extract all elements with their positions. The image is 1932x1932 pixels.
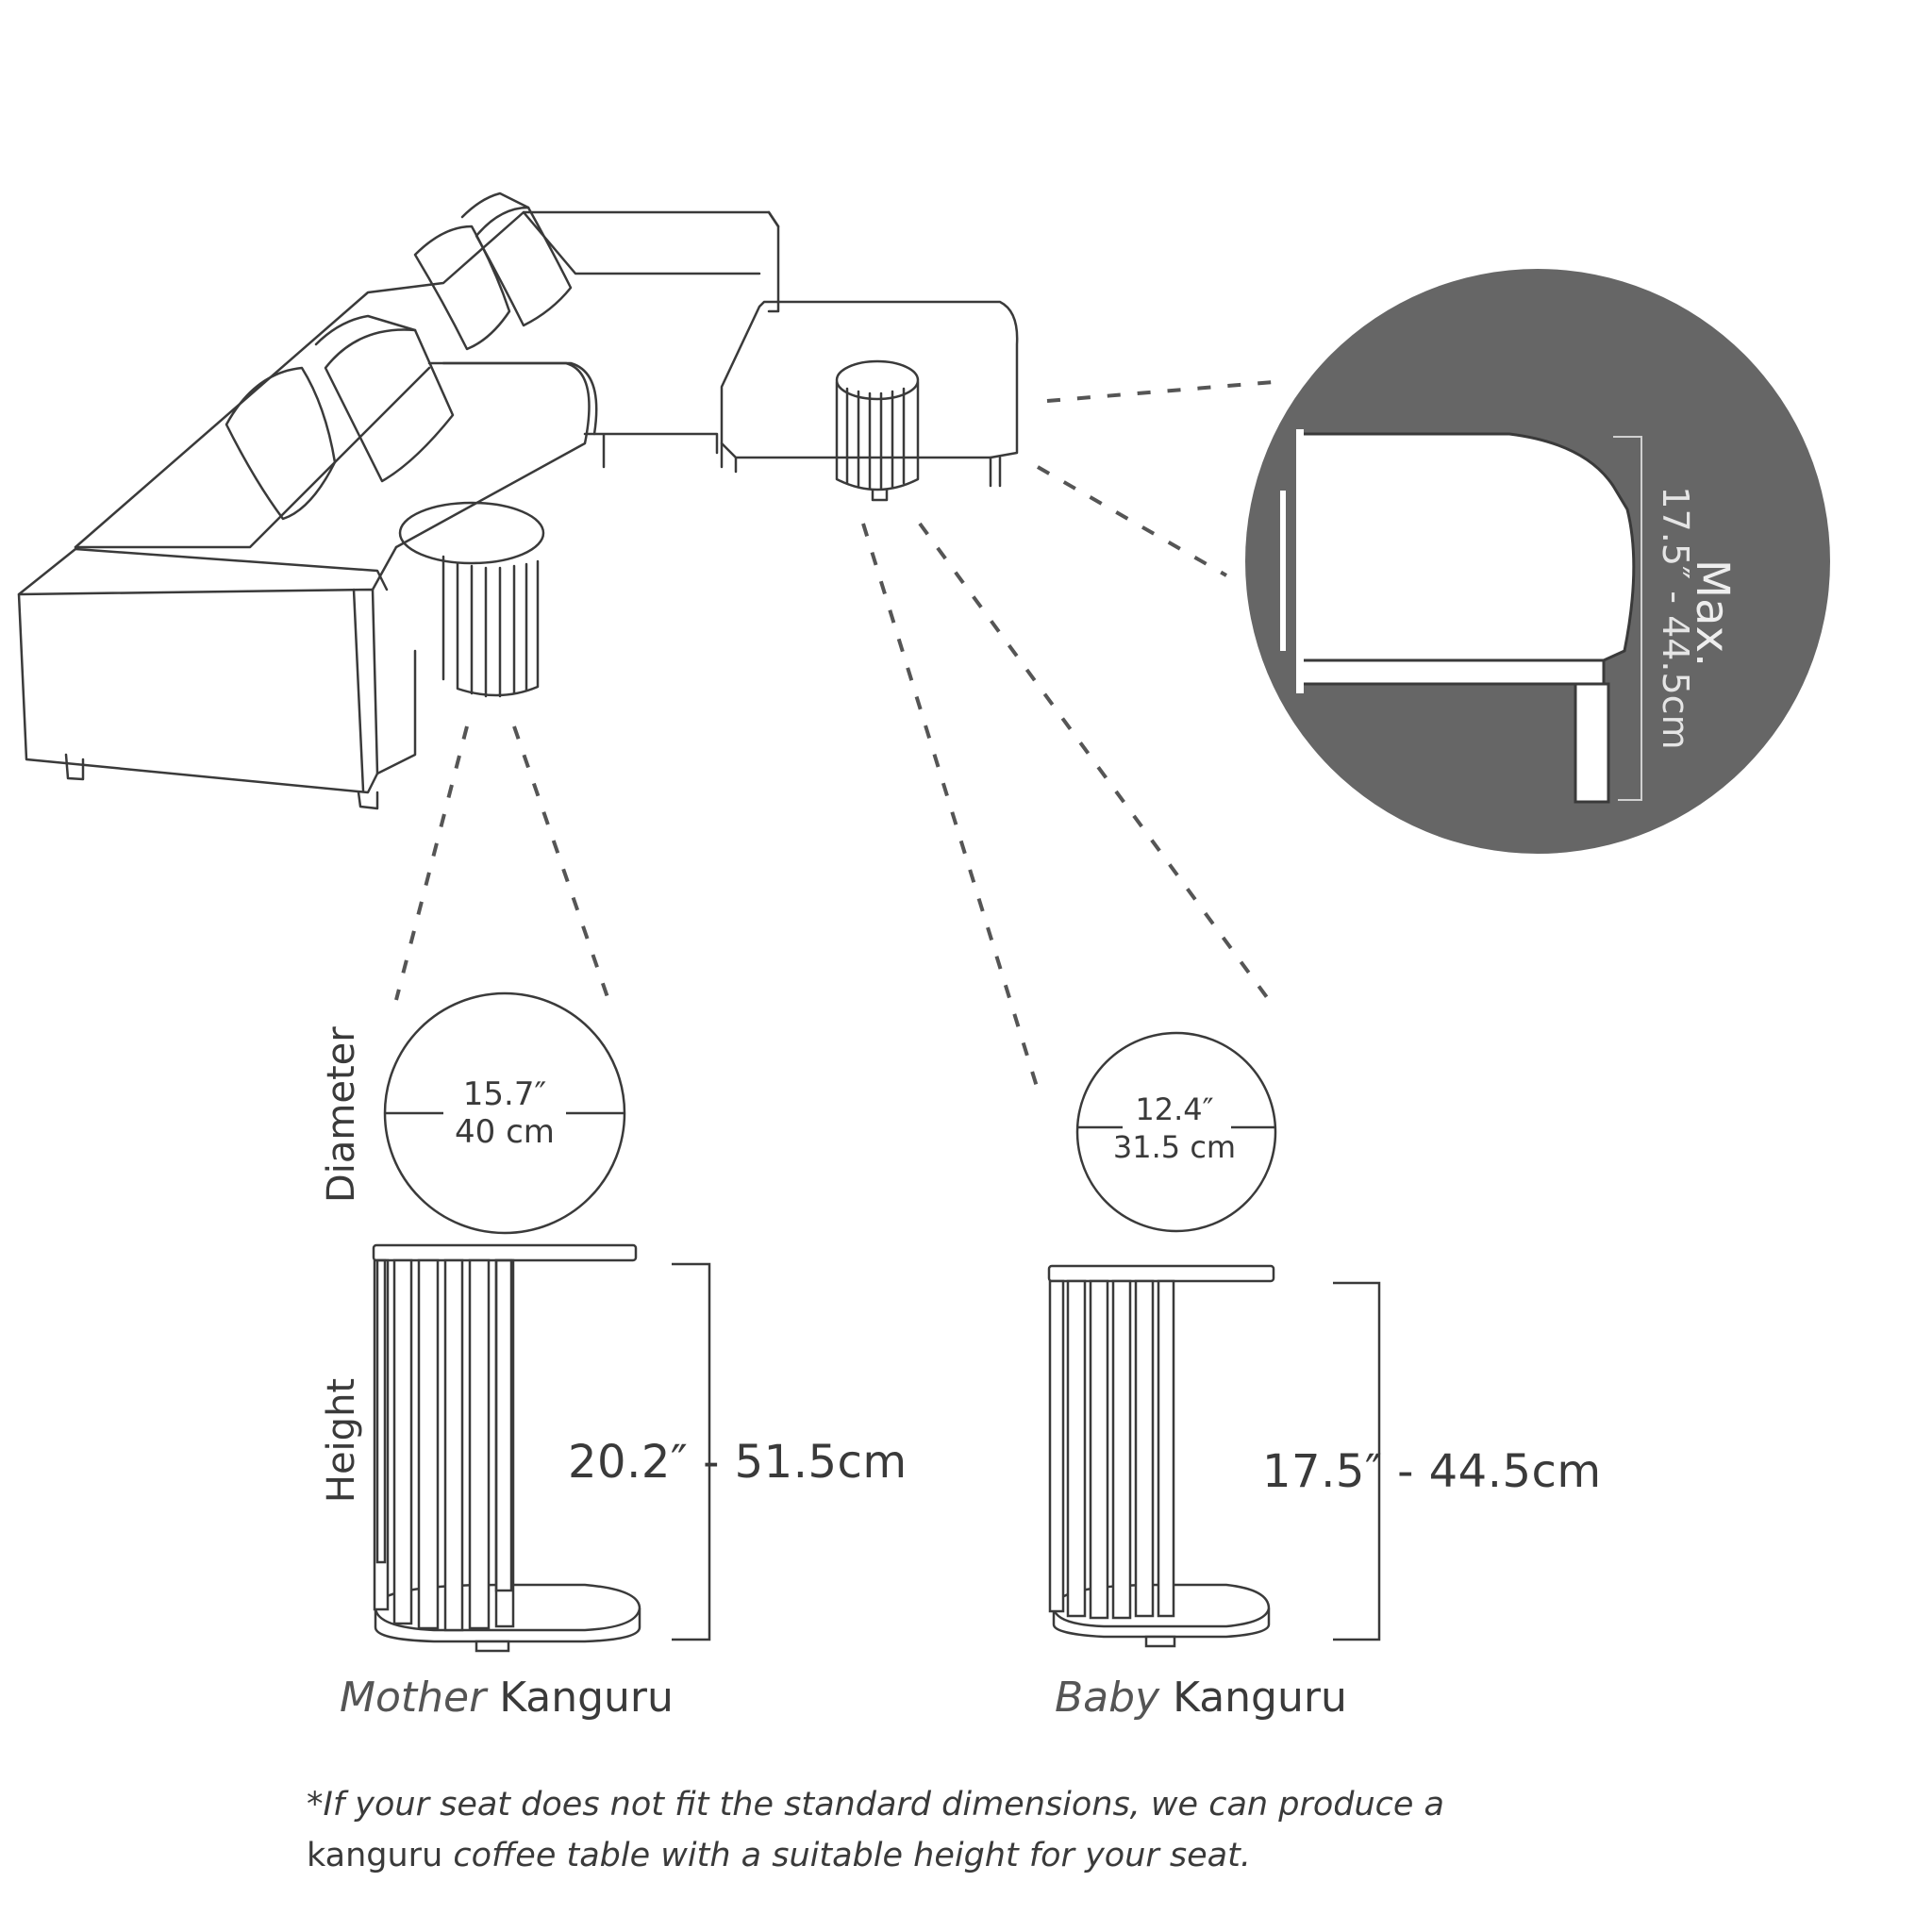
baby-name-italic: Baby (1055, 1674, 1160, 1722)
baby-diameter-cm: 31.5 cm (1112, 1129, 1237, 1165)
baby-diameter-inches: 12.4″ (1135, 1091, 1214, 1127)
magnifier-circle (1245, 269, 1830, 854)
mother-table-on-sofa (398, 501, 545, 698)
mother-product-name: Mother Kanguru (340, 1674, 674, 1722)
mother-height-bracket (672, 1262, 711, 1641)
mother-name-brand: Kanguru (499, 1674, 674, 1722)
baby-name-brand: Kanguru (1173, 1674, 1347, 1722)
mother-diameter-inches: 15.7″ (462, 1075, 547, 1113)
sectional-sofa-drawing (17, 192, 1019, 810)
footnote-line1: *If your seat does not fit the standard … (307, 1786, 1444, 1824)
mother-table-drawing (372, 1243, 641, 1653)
magnifier-max-value: 17.5″ - 44.5cm (1655, 486, 1696, 750)
mother-name-italic: Mother (340, 1674, 487, 1722)
footnote-brand: kanguru (307, 1837, 443, 1874)
baby-product-name: Baby Kanguru (1055, 1674, 1347, 1722)
baby-height-bracket (1333, 1281, 1381, 1641)
baby-table-drawing (1047, 1264, 1275, 1648)
footnote: *If your seat does not fit the standard … (307, 1779, 1444, 1881)
baby-diameter-circle (1075, 1031, 1277, 1233)
height-label: Height (320, 1377, 363, 1504)
baby-height-value: 17.5″ - 44.5cm (1262, 1445, 1602, 1498)
diameter-circles (383, 991, 1277, 1235)
baby-table-on-sofa (835, 359, 920, 502)
mother-diameter-cm: 40 cm (455, 1113, 555, 1151)
diameter-label: Diameter (320, 1026, 363, 1203)
leader-lines (394, 380, 1274, 1091)
mother-height-value: 20.2″ - 51.5cm (568, 1436, 908, 1489)
footnote-line2: coffee table with a suitable height for … (442, 1837, 1251, 1874)
